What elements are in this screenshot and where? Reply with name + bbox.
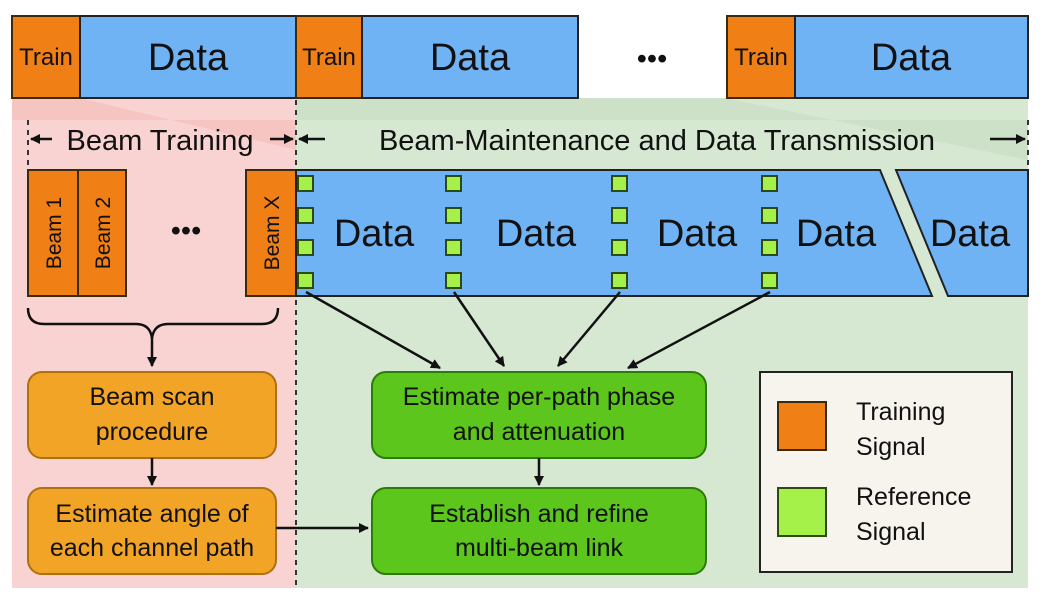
pilot-square	[761, 239, 778, 256]
establish-link-box	[371, 487, 707, 575]
data-block-1	[79, 15, 297, 99]
pilot-square	[445, 175, 462, 192]
data-label-3: Data	[871, 37, 952, 79]
beam-1-label: Beam 1	[43, 197, 66, 269]
train-label-3: Train	[734, 44, 788, 71]
estimate-phase-line-1: Estimate per-path phase	[403, 383, 675, 411]
estimate-angle-line-2: each channel path	[50, 534, 254, 562]
data-label-1: Data	[148, 37, 229, 79]
beam-2-label: Beam 2	[92, 197, 115, 269]
beam-scan-line-2: procedure	[96, 418, 209, 446]
train-label-1: Train	[19, 44, 73, 71]
pilot-square	[611, 175, 628, 192]
beam-x-label: Beam X	[261, 196, 284, 271]
data-stream-main	[295, 169, 934, 297]
pilot-square	[297, 239, 314, 256]
pilots-col-4	[761, 175, 778, 289]
pilots-col-3	[611, 175, 628, 289]
pilot-arrow-3	[557, 291, 621, 367]
frame-row: Train Data Train Data ••• Train Data	[11, 15, 1029, 99]
maintenance-label: Beam-Maintenance and Data Transmission	[379, 125, 935, 157]
establish-link-line-2: multi-beam link	[455, 534, 624, 562]
pilot-square	[445, 272, 462, 289]
pilot-square	[297, 272, 314, 289]
pilot-square	[445, 239, 462, 256]
pilot-arrow-4	[627, 290, 771, 370]
pilot-square	[611, 207, 628, 224]
pilot-square	[297, 207, 314, 224]
pilot-square	[761, 272, 778, 289]
pilots-col-1	[297, 175, 314, 289]
data-label-stream-4: Data	[796, 213, 877, 255]
beam-scan-line-1: Beam scan	[89, 383, 214, 411]
beam-training-label: Beam Training	[67, 125, 254, 157]
pilot-arrow-1	[305, 290, 441, 370]
data-label-stream-3: Data	[657, 213, 738, 255]
zoom-wedge-right	[296, 98, 1028, 160]
data-block-2	[361, 15, 579, 99]
beam-2-block	[77, 169, 127, 297]
pilot-square	[611, 239, 628, 256]
legend: Training Signal Reference Signal	[759, 371, 1013, 573]
estimate-angle-line-1: Estimate angle of	[55, 500, 248, 528]
zoom-wedge-left	[12, 98, 296, 150]
data-label-stream-5: Data	[930, 213, 1011, 255]
pilot-square	[761, 175, 778, 192]
pilots-col-2	[445, 175, 462, 289]
train-label-2: Train	[302, 44, 356, 71]
data-block-3	[794, 15, 1029, 99]
beam-ellipsis: •••	[171, 215, 201, 247]
pilot-square	[761, 207, 778, 224]
pilot-square	[611, 272, 628, 289]
data-label-2: Data	[430, 37, 511, 79]
pilot-square	[445, 207, 462, 224]
pilot-square	[297, 175, 314, 192]
data-label-stream-1: Data	[334, 213, 415, 255]
legend-training-swatch	[777, 401, 827, 451]
train-block-1	[11, 15, 81, 99]
legend-training-line-1: Training	[856, 398, 945, 426]
legend-training-line-2: Signal	[856, 433, 926, 461]
estimate-angle-box	[27, 487, 277, 575]
pilot-arrow-2	[452, 291, 506, 367]
frame-ellipsis: •••	[637, 43, 667, 75]
establish-link-line-1: Establish and refine	[429, 500, 649, 528]
estimate-phase-line-2: and attenuation	[453, 418, 625, 446]
data-stream-tail	[894, 169, 1029, 297]
legend-reference-line-2: Signal	[856, 518, 926, 546]
legend-reference-swatch	[777, 487, 827, 537]
data-label-stream-2: Data	[496, 213, 577, 255]
legend-reference-line-1: Reference	[856, 483, 971, 511]
